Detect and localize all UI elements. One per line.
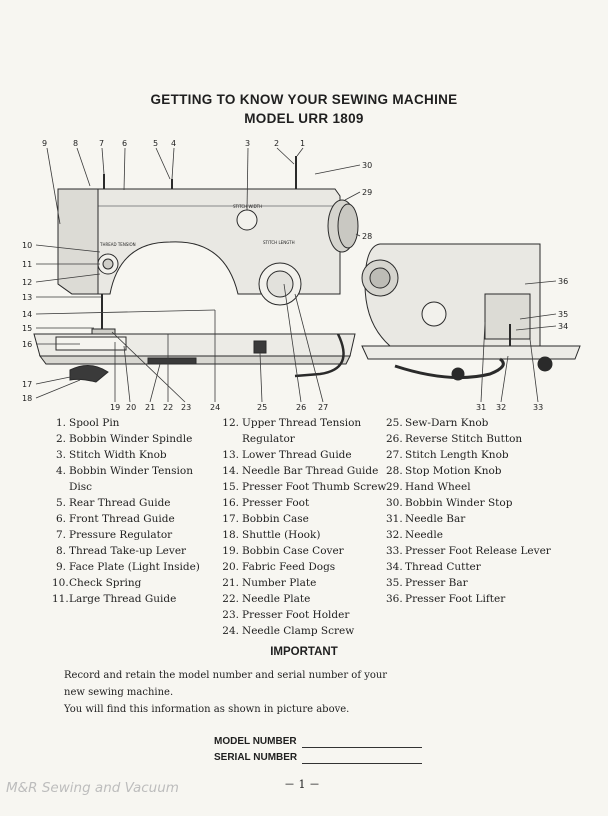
part-item: 27.Stitch Length Knob bbox=[386, 449, 509, 461]
part-item: 34.Thread Cutter bbox=[386, 561, 481, 573]
part-item: 11.Large Thread Guide bbox=[52, 593, 177, 605]
part-item: 23.Presser Foot Holder bbox=[222, 609, 350, 621]
part-item: 33.Presser Foot Release Lever bbox=[386, 545, 551, 557]
stitch-length-label: STITCH LENGTH bbox=[263, 240, 295, 245]
thread-tension-label: THREAD TENSION bbox=[99, 242, 136, 247]
callout-29: 29 bbox=[362, 188, 372, 197]
model-number-blank bbox=[302, 747, 422, 748]
part-item: 31.Needle Bar bbox=[386, 513, 466, 525]
parts-list-column-1: 1.Spool Pin 2.Bobbin Winder Spindle 3.St… bbox=[52, 415, 200, 607]
part-item: 1.Spool Pin bbox=[55, 417, 120, 429]
part-item: 29.Hand Wheel bbox=[386, 481, 471, 493]
part-item: 9.Face Plate (Light Inside) bbox=[55, 561, 200, 573]
part-item: 3.Stitch Width Knob bbox=[55, 449, 167, 461]
serial-number-blank bbox=[302, 763, 422, 764]
callout-20: 20 bbox=[126, 403, 136, 412]
parts-list-column-3: 25.Sew-Darn Knob 26.Reverse Stitch Butto… bbox=[386, 415, 551, 607]
part-item: 21.Number Plate bbox=[222, 577, 317, 589]
important-note-line: You will find this information as shown … bbox=[64, 704, 350, 715]
callout-33: 33 bbox=[533, 403, 543, 412]
callout-32: 32 bbox=[496, 403, 506, 412]
callout-12: 12 bbox=[22, 278, 32, 287]
part-item-continuation: Disc bbox=[69, 481, 93, 493]
callout-24: 24 bbox=[210, 403, 220, 412]
callout-25: 25 bbox=[257, 403, 267, 412]
part-item: 32.Needle bbox=[386, 529, 443, 541]
parts-list-column-2: 12.Upper Thread Tension Regulator 13.Low… bbox=[222, 415, 386, 639]
part-item: 14.Needle Bar Thread Guide bbox=[222, 465, 379, 477]
callout-10: 10 bbox=[22, 241, 32, 250]
part-item: 22.Needle Plate bbox=[222, 593, 311, 605]
part-item: 6.Front Thread Guide bbox=[55, 513, 175, 525]
callout-16: 16 bbox=[22, 340, 32, 349]
model-number-label: MODEL NUMBER bbox=[214, 736, 297, 747]
part-item: 8.Thread Take-up Lever bbox=[55, 545, 187, 557]
watermark: M&R Sewing and Vacuum bbox=[6, 780, 179, 796]
callout-31: 31 bbox=[476, 403, 486, 412]
callout-30: 30 bbox=[362, 161, 372, 170]
callout-28: 28 bbox=[362, 232, 372, 241]
part-item: 15.Presser Foot Thumb Screw bbox=[222, 481, 387, 493]
callout-34: 34 bbox=[558, 322, 568, 331]
side-view-machine bbox=[361, 243, 581, 381]
part-item: 19.Bobbin Case Cover bbox=[222, 545, 344, 557]
part-item: 4.Bobbin Winder Tension bbox=[55, 465, 193, 477]
important-note-line: Record and retain the model number and s… bbox=[64, 670, 388, 681]
important-heading: IMPORTANT bbox=[270, 646, 338, 658]
callout-21: 21 bbox=[145, 403, 155, 412]
part-item: 30.Bobbin Winder Stop bbox=[386, 497, 513, 509]
callout-18: 18 bbox=[22, 394, 32, 403]
page-number: － 1 － bbox=[284, 778, 320, 791]
callout-5: 5 bbox=[153, 139, 158, 148]
part-item: 13.Lower Thread Guide bbox=[222, 449, 352, 461]
callout-2: 2 bbox=[274, 139, 279, 148]
callout-26: 26 bbox=[296, 403, 306, 412]
part-item: 25.Sew-Darn Knob bbox=[386, 417, 489, 429]
part-item: 12.Upper Thread Tension bbox=[222, 417, 362, 429]
part-item: 16.Presser Foot bbox=[222, 497, 310, 509]
part-item: 36.Presser Foot Lifter bbox=[386, 593, 506, 605]
page-title: GETTING TO KNOW YOUR SEWING MACHINE bbox=[150, 92, 458, 107]
callout-17: 17 bbox=[22, 380, 32, 389]
callout-8: 8 bbox=[73, 139, 78, 148]
part-item: 28.Stop Motion Knob bbox=[386, 465, 502, 477]
part-item: 2.Bobbin Winder Spindle bbox=[55, 433, 193, 445]
part-item: 5.Rear Thread Guide bbox=[55, 497, 171, 509]
callout-3: 3 bbox=[245, 139, 250, 148]
part-item: 17.Bobbin Case bbox=[222, 513, 309, 525]
part-item: 7.Pressure Regulator bbox=[55, 529, 173, 541]
callout-4: 4 bbox=[171, 139, 176, 148]
callout-35: 35 bbox=[558, 310, 568, 319]
part-item: 10.Check Spring bbox=[52, 577, 142, 589]
part-item: 24.Needle Clamp Screw bbox=[222, 625, 355, 637]
callout-6: 6 bbox=[122, 139, 127, 148]
sewing-machine-diagram: 9 8 7 6 5 4 3 2 1 30 29 28 10 11 12 13 1… bbox=[22, 139, 581, 412]
callout-22: 22 bbox=[163, 403, 173, 412]
callout-7: 7 bbox=[99, 139, 104, 148]
serial-number-label: SERIAL NUMBER bbox=[214, 752, 298, 763]
part-item-continuation: Regulator bbox=[242, 433, 295, 445]
stitch-width-label: STITCH WIDTH bbox=[233, 204, 262, 209]
callout-9: 9 bbox=[42, 139, 47, 148]
callout-27: 27 bbox=[318, 403, 328, 412]
callout-15: 15 bbox=[22, 324, 32, 333]
part-item: 35.Presser Bar bbox=[386, 577, 468, 589]
callout-14: 14 bbox=[22, 310, 32, 319]
part-item: 26.Reverse Stitch Button bbox=[386, 433, 523, 445]
callout-1: 1 bbox=[300, 139, 305, 148]
callout-11: 11 bbox=[22, 260, 32, 269]
important-note-line: new sewing machine. bbox=[64, 687, 174, 698]
part-item: 18.Shuttle (Hook) bbox=[222, 529, 321, 541]
callout-36: 36 bbox=[558, 277, 568, 286]
callout-13: 13 bbox=[22, 293, 32, 302]
callout-23: 23 bbox=[181, 403, 191, 412]
part-item: 20.Fabric Feed Dogs bbox=[222, 561, 336, 573]
callout-19: 19 bbox=[110, 403, 120, 412]
model-title: MODEL URR 1809 bbox=[244, 111, 364, 126]
